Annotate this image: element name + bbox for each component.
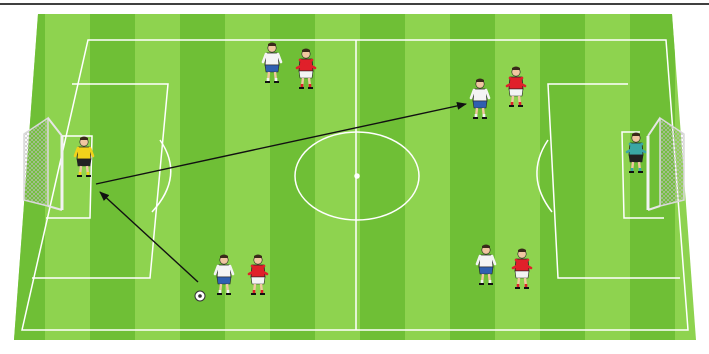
grass-stripe [450,0,495,354]
grass-stripe [540,0,585,354]
soccer-ball-icon [195,291,205,301]
grass-stripe [180,0,225,354]
grass-stripe [360,0,405,354]
center-spot [355,174,359,178]
